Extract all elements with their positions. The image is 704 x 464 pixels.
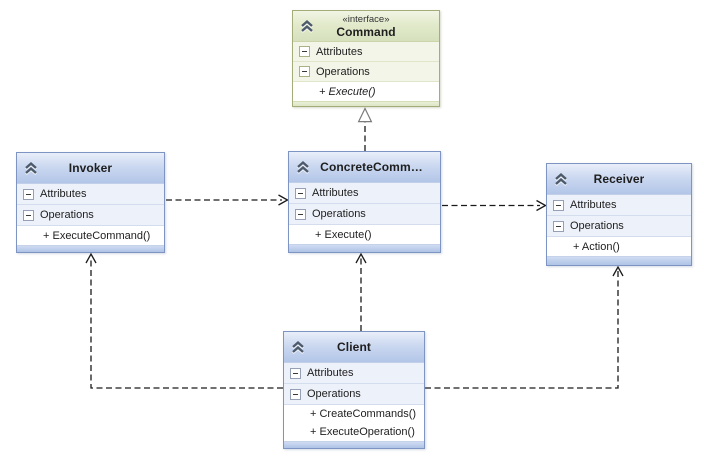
collapse-chevron-icon[interactable] bbox=[295, 159, 311, 174]
open-arrowhead-icon bbox=[85, 252, 97, 264]
operations-label: Operations bbox=[312, 208, 366, 220]
class-command[interactable]: «interface» Command Attributes Operation… bbox=[292, 10, 440, 107]
operation-item[interactable]: + ExecuteCommand() bbox=[17, 226, 164, 245]
hollow-triangle-arrowhead-icon bbox=[357, 107, 373, 123]
attributes-section-header[interactable]: Attributes bbox=[17, 184, 164, 205]
collapse-minus-icon[interactable] bbox=[299, 66, 310, 77]
class-concrete-command[interactable]: ConcreteComm… Attributes Operations + Ex… bbox=[288, 151, 441, 253]
attributes-section-header[interactable]: Attributes bbox=[289, 183, 440, 204]
attributes-label: Attributes bbox=[40, 188, 87, 200]
operation-item[interactable]: + Execute() bbox=[289, 225, 440, 244]
operation-item[interactable]: + Action() bbox=[547, 237, 691, 256]
open-arrowhead-icon bbox=[278, 194, 289, 206]
collapse-chevron-icon[interactable] bbox=[290, 339, 306, 354]
attributes-label: Attributes bbox=[307, 367, 354, 379]
attributes-label: Attributes bbox=[316, 45, 363, 58]
operation-item[interactable]: + ExecuteOperation() bbox=[284, 423, 424, 441]
class-footer-strip bbox=[289, 244, 440, 252]
operations-section-header[interactable]: Operations bbox=[547, 216, 691, 237]
open-arrowhead-icon bbox=[612, 265, 624, 277]
class-footer-strip bbox=[17, 245, 164, 252]
class-stereotype: «interface» bbox=[342, 13, 390, 25]
operations-section-header[interactable]: Operations bbox=[17, 205, 164, 226]
class-client[interactable]: Client Attributes Operations + CreateCom… bbox=[283, 331, 425, 449]
class-client-header[interactable]: Client bbox=[284, 332, 424, 363]
class-title: Command bbox=[336, 24, 396, 39]
connector-dependency-concretecommand-receiver[interactable] bbox=[442, 199, 547, 212]
collapse-minus-icon[interactable] bbox=[553, 199, 564, 211]
collapse-chevron-icon[interactable] bbox=[299, 18, 315, 33]
operation-item[interactable]: + Execute() bbox=[293, 82, 439, 101]
attributes-section-header[interactable]: Attributes bbox=[547, 195, 691, 216]
collapse-minus-icon[interactable] bbox=[553, 220, 564, 232]
operations-section-header[interactable]: Operations bbox=[284, 384, 424, 405]
class-title: Client bbox=[337, 340, 371, 354]
operations-label: Operations bbox=[570, 220, 624, 232]
class-footer-strip bbox=[284, 441, 424, 448]
class-title: Invoker bbox=[68, 161, 113, 175]
collapse-minus-icon[interactable] bbox=[290, 388, 301, 400]
collapse-minus-icon[interactable] bbox=[295, 208, 306, 220]
collapse-minus-icon[interactable] bbox=[23, 188, 34, 200]
operations-label: Operations bbox=[40, 209, 94, 221]
class-receiver[interactable]: Receiver Attributes Operations + Action(… bbox=[546, 163, 692, 266]
connector-dependency-invoker-concretecommand[interactable] bbox=[166, 194, 289, 206]
connector-dependency-client-invoker[interactable] bbox=[85, 252, 283, 389]
open-arrowhead-icon bbox=[355, 252, 367, 264]
connector-dependency-client-concretecommand[interactable] bbox=[355, 252, 367, 331]
class-command-header[interactable]: «interface» Command bbox=[293, 11, 439, 42]
operations-label: Operations bbox=[316, 65, 370, 78]
collapse-minus-icon[interactable] bbox=[290, 367, 301, 379]
attributes-label: Attributes bbox=[312, 187, 359, 199]
class-title: Receiver bbox=[593, 172, 645, 186]
class-invoker[interactable]: Invoker Attributes Operations + ExecuteC… bbox=[16, 152, 165, 253]
connector-dependency-client-receiver[interactable] bbox=[425, 265, 624, 389]
open-arrowhead-icon bbox=[536, 199, 547, 212]
operations-section-header[interactable]: Operations bbox=[293, 62, 439, 82]
collapse-chevron-icon[interactable] bbox=[23, 160, 39, 175]
connector-realization-concretecommand-command[interactable] bbox=[357, 107, 373, 152]
collapse-chevron-icon[interactable] bbox=[553, 171, 569, 186]
attributes-section-header[interactable]: Attributes bbox=[293, 42, 439, 62]
collapse-minus-icon[interactable] bbox=[299, 46, 310, 57]
attributes-label: Attributes bbox=[570, 199, 617, 211]
operation-item[interactable]: + CreateCommands() bbox=[284, 405, 424, 423]
class-footer-strip bbox=[293, 101, 439, 106]
class-receiver-header[interactable]: Receiver bbox=[547, 164, 691, 195]
operations-label: Operations bbox=[307, 388, 361, 400]
collapse-minus-icon[interactable] bbox=[23, 209, 34, 221]
operations-section-header[interactable]: Operations bbox=[289, 204, 440, 225]
class-title: ConcreteComm… bbox=[320, 160, 423, 174]
class-concrete-command-header[interactable]: ConcreteComm… bbox=[289, 152, 440, 183]
attributes-section-header[interactable]: Attributes bbox=[284, 363, 424, 384]
class-invoker-header[interactable]: Invoker bbox=[17, 153, 164, 184]
collapse-minus-icon[interactable] bbox=[295, 187, 306, 199]
class-footer-strip bbox=[547, 256, 691, 265]
